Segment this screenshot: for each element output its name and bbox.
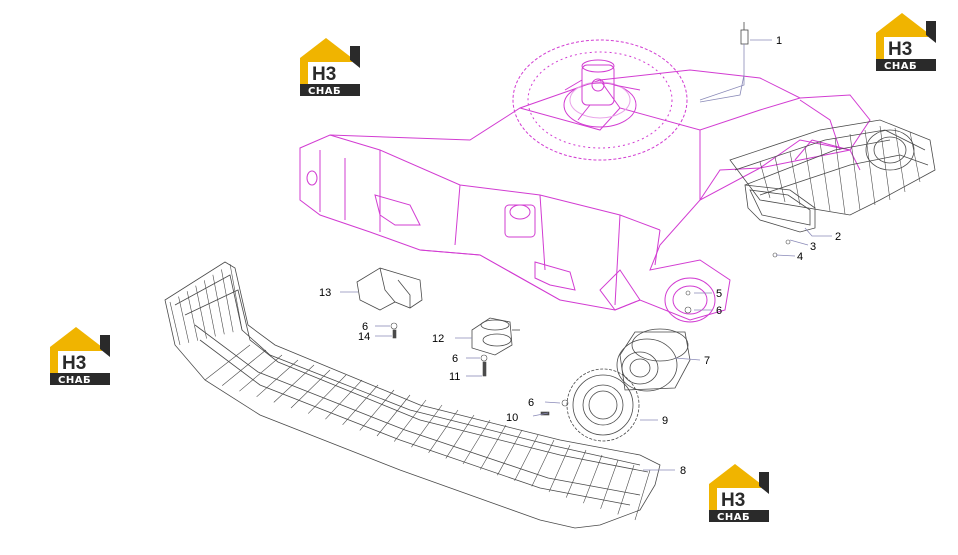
track-shoe	[203, 280, 216, 337]
track-shoe	[634, 469, 651, 521]
callout-1: 1	[776, 35, 782, 47]
track-shoe	[212, 274, 225, 335]
part-9-sprocket	[566, 368, 640, 442]
track-shoe	[548, 444, 571, 493]
logo-watermark: H3 СНАБ	[50, 327, 110, 386]
hose-line	[699, 44, 745, 103]
callout-6: 6	[528, 397, 534, 409]
callout-14: 14	[358, 331, 370, 343]
track-shoe	[221, 269, 234, 333]
track-shoe	[307, 374, 347, 414]
track-shoe	[565, 449, 587, 498]
svg-text:H3: H3	[721, 490, 745, 511]
svg-text:H3: H3	[312, 64, 336, 85]
track-shoe	[376, 394, 411, 437]
main-track-chain	[164, 261, 661, 529]
track-shoe	[290, 369, 331, 409]
track-shoe	[256, 359, 299, 398]
track-shoe	[393, 399, 427, 442]
track-shoe	[178, 296, 190, 343]
svg-text:СНАБ: СНАБ	[58, 375, 91, 386]
bolts-washers	[390, 239, 791, 416]
slewing-ring	[512, 39, 688, 161]
callout-10: 10	[506, 412, 518, 424]
grease-fitting	[740, 22, 749, 45]
track-shoe	[186, 291, 199, 341]
track-shoe	[359, 389, 395, 431]
track-shoe	[497, 429, 523, 476]
logo-watermark: H3 СНАБ	[300, 38, 360, 97]
callout-9: 9	[662, 415, 668, 427]
callout-4: 4	[797, 251, 803, 263]
callout-12: 12	[432, 333, 444, 345]
callout-6: 6	[452, 353, 458, 365]
track-shoe	[514, 434, 539, 481]
track-shoe	[445, 414, 475, 459]
track-shoe	[169, 301, 181, 346]
callout-3: 3	[810, 241, 816, 253]
track-shoe	[531, 439, 555, 487]
callout-13: 13	[319, 287, 331, 299]
track-shoe	[600, 459, 619, 509]
callout-5: 5	[716, 288, 722, 300]
callout-8: 8	[680, 465, 686, 477]
callout-2: 2	[835, 231, 841, 243]
callout-7: 7	[704, 355, 710, 367]
track-shoe	[428, 409, 459, 453]
svg-text:СНАБ: СНАБ	[308, 86, 341, 97]
logo-watermark: H3 СНАБ	[709, 464, 769, 523]
svg-text:СНАБ: СНАБ	[717, 512, 750, 523]
callout-6: 6	[716, 305, 722, 317]
track-shoe	[204, 344, 251, 381]
track-shoe	[411, 404, 443, 448]
logo-watermark: H3 СНАБ	[876, 13, 936, 72]
part-12-carrier-roller	[471, 317, 520, 356]
svg-text:H3: H3	[888, 39, 912, 60]
track-shoe	[195, 285, 207, 339]
track-shoe	[583, 454, 603, 504]
part-7-travel-motor	[616, 328, 691, 392]
track-shoe	[325, 379, 363, 420]
svg-text:H3: H3	[62, 353, 86, 374]
cover-plate	[744, 184, 816, 233]
callout-11: 11	[449, 371, 460, 383]
track-shoe	[617, 464, 635, 515]
track-shoe	[239, 354, 283, 392]
lower-frame	[299, 69, 871, 323]
track-shoe	[273, 364, 315, 403]
part-13-bracket	[356, 267, 423, 311]
track-shoe	[479, 424, 507, 470]
track-shoe	[229, 263, 243, 331]
callout-6: 6	[362, 321, 368, 333]
track-shoe	[222, 349, 267, 386]
track-shoe	[462, 419, 491, 465]
callout-labels: 1 2 3 4 5 6 7 8 9 6 10 12 6 11 13 6 14	[319, 35, 841, 477]
leader-lines	[340, 39, 832, 471]
track-shoe	[342, 384, 379, 425]
svg-text:СНАБ: СНАБ	[884, 61, 917, 72]
